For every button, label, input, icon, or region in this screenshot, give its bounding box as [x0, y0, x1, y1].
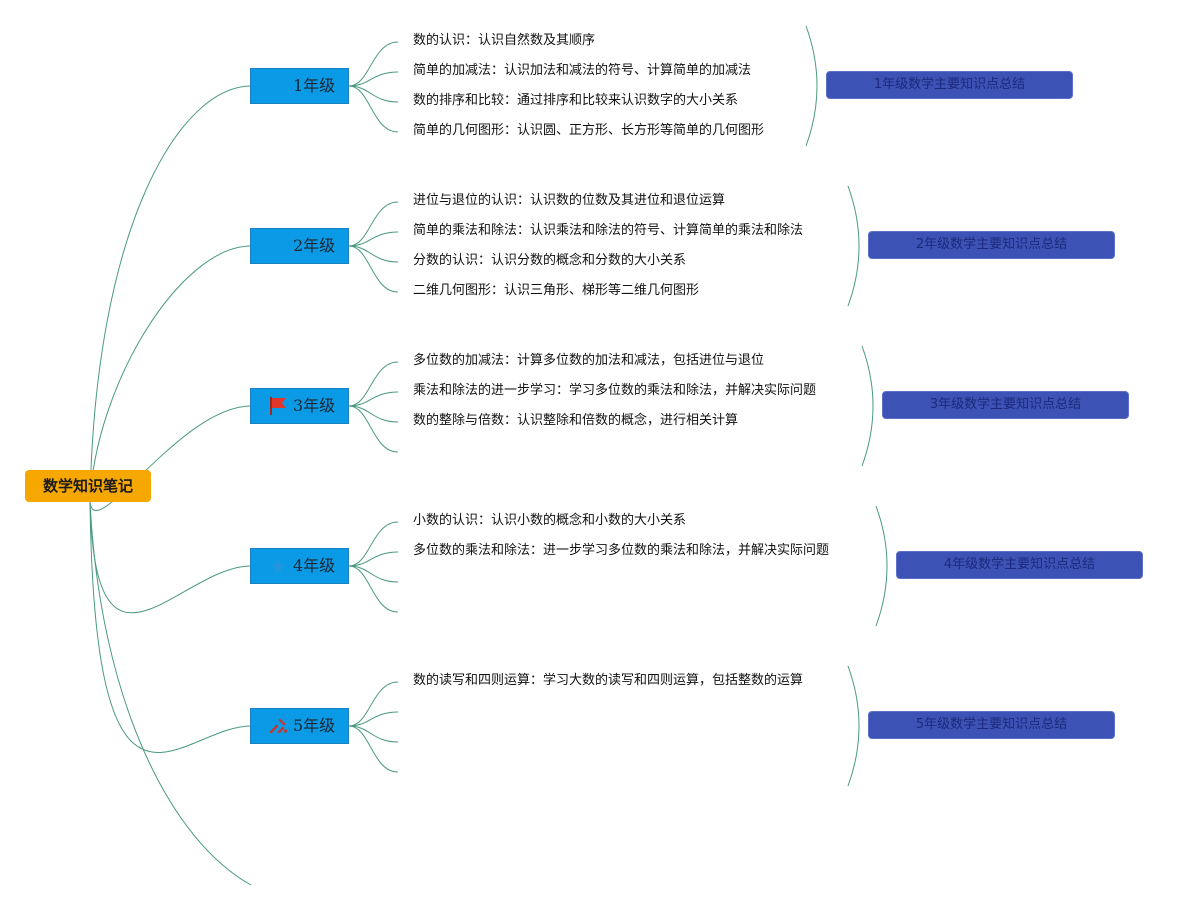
leaf-connector-2-4 [348, 245, 399, 293]
leaf-2-2[interactable]: 简单的乘法和除法：认识乘法和除法的符号、计算简单的乘法和除法 [413, 223, 804, 238]
summary-label-1: 1年级数学主要知识点总结 [873, 77, 1026, 92]
leaf-3-3[interactable]: 数的整除与倍数：认识整除和倍数的概念，进行相关计算 [413, 413, 739, 428]
tools-icon [269, 718, 288, 734]
leaf-4-2[interactable]: 多位数的乘法和除法：进一步学习多位数的乘法和除法，并解决实际问题 [413, 543, 830, 558]
root-connector-5 [89, 501, 252, 753]
root-connector-extra [89, 501, 252, 886]
summary-bracket-1 [805, 25, 818, 147]
grade-node-1[interactable]: 1年级 [250, 68, 349, 104]
leaf-2-4[interactable]: 二维几何图形：认识三角形、梯形等二维几何图形 [413, 283, 700, 298]
grade-label-4: 4年级 [293, 556, 336, 575]
root-connector-4 [89, 501, 252, 614]
leaf-connector-4-1 [348, 521, 399, 567]
summary-bracket-3 [861, 345, 874, 467]
grade-node-3[interactable]: 3年级 [250, 388, 349, 424]
leaf-connector-5-4 [348, 725, 399, 773]
leaf-connector-5-1 [348, 681, 399, 727]
leaf-connector-5-2 [348, 711, 399, 727]
root-connector-2 [89, 245, 252, 503]
grade-label-3: 3年级 [293, 396, 336, 415]
leaf-5-1[interactable]: 数的读写和四则运算：学习大数的读写和四则运算，包括整数的运算 [413, 673, 804, 688]
summary-5[interactable]: 5年级数学主要知识点总结 [868, 711, 1115, 739]
summary-label-2: 2年级数学主要知识点总结 [915, 237, 1068, 252]
leaf-connector-1-2 [348, 71, 399, 87]
leaf-connector-3-4 [348, 405, 399, 453]
leaf-connector-4-4 [348, 565, 399, 613]
summary-bracket-5 [847, 665, 860, 787]
leaf-connector-1-4 [348, 85, 399, 133]
leaf-1-4[interactable]: 简单的几何图形：认识圆、正方形、长方形等简单的几何图形 [413, 123, 765, 138]
summary-bracket-4 [875, 505, 888, 627]
star-icon [271, 559, 285, 573]
leaf-1-3[interactable]: 数的排序和比较：通过排序和比较来认识数字的大小关系 [413, 93, 739, 108]
root-node[interactable]: 数学知识笔记 [25, 470, 151, 502]
leaf-connector-2-1 [348, 201, 399, 247]
leaf-4-1[interactable]: 小数的认识：认识小数的概念和小数的大小关系 [413, 513, 687, 528]
grade-node-2[interactable]: 2年级 [250, 228, 349, 264]
grade-label-2: 2年级 [293, 236, 336, 255]
grade-node-5[interactable]: 5年级 [250, 708, 349, 744]
summary-1[interactable]: 1年级数学主要知识点总结 [826, 71, 1073, 99]
summary-label-4: 4年级数学主要知识点总结 [943, 557, 1096, 572]
summary-label-5: 5年级数学主要知识点总结 [915, 717, 1068, 732]
summary-bracket-2 [847, 185, 860, 307]
leaf-connector-2-2 [348, 231, 399, 247]
grade-node-4[interactable]: 4年级 [250, 548, 349, 584]
leaf-connector-4-2 [348, 551, 399, 567]
summary-3[interactable]: 3年级数学主要知识点总结 [882, 391, 1129, 419]
leaf-connector-3-2 [348, 391, 399, 407]
flag-icon [270, 397, 286, 415]
leaf-1-1[interactable]: 数的认识：认识自然数及其顺序 [413, 33, 596, 48]
leaf-2-1[interactable]: 进位与退位的认识：认识数的位数及其进位和退位运算 [413, 193, 726, 208]
grade-label-5: 5年级 [293, 716, 336, 735]
root-connector-1 [89, 85, 252, 503]
summary-label-3: 3年级数学主要知识点总结 [929, 397, 1082, 412]
root-label: 数学知识笔记 [42, 477, 133, 495]
leaf-3-2[interactable]: 乘法和除法的进一步学习：学习多位数的乘法和除法，并解决实际问题 [413, 383, 817, 398]
summary-2[interactable]: 2年级数学主要知识点总结 [868, 231, 1115, 259]
leaf-2-3[interactable]: 分数的认识：认识分数的概念和分数的大小关系 [413, 253, 687, 268]
summary-4[interactable]: 4年级数学主要知识点总结 [896, 551, 1143, 579]
leaf-1-2[interactable]: 简单的加减法：认识加法和减法的符号、计算简单的加减法 [413, 63, 752, 78]
grade-label-1: 1年级 [293, 76, 336, 95]
leaf-connector-1-1 [348, 41, 399, 87]
leaf-3-1[interactable]: 多位数的加减法：计算多位数的加法和减法，包括进位与退位 [413, 353, 765, 368]
leaf-connector-3-1 [348, 361, 399, 407]
